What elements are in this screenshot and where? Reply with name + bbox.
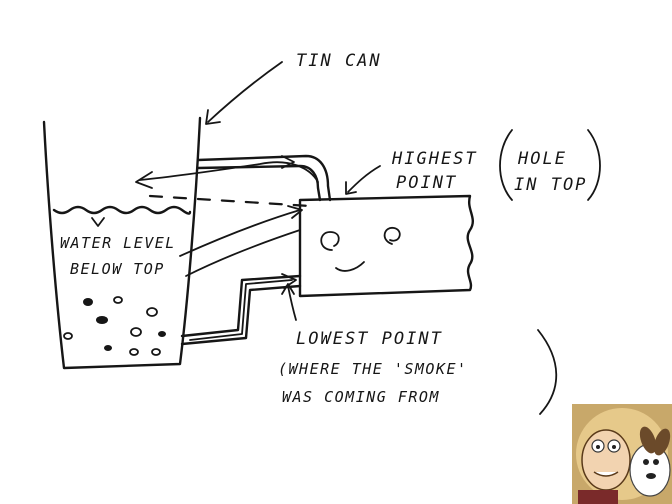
tin-can-outline [42,116,202,370]
pointer-highest-head [345,181,357,195]
flow-arrow-upper [139,161,319,183]
swirl-right [383,227,401,245]
label-hole-1: HOLE [517,149,567,169]
upper-pipe-outer [196,154,332,202]
pointer-lowest [287,285,297,321]
label-water-level-1: WATER LEVEL [60,234,176,252]
label-water-level-2: BELOW TOP [70,260,165,278]
pointer-tin-can-head [205,109,221,125]
flow-arrow-lower [189,279,293,341]
water-sign [91,217,105,227]
container-box [298,194,475,298]
label-lowest-2: (WHERE THE 'SMOKE' [278,360,468,378]
water-surface-line [52,205,192,215]
label-lowest-3: WAS COMING FROM [282,388,440,406]
lower-pipe-inner [180,284,302,346]
flow-arrow-upper-mid [281,155,295,169]
lower-pipe-outer [180,274,302,338]
swirl-left [320,231,340,251]
level-dashed-line [148,194,312,208]
paren-right-lowest [537,329,558,415]
pointer-below-top [185,229,301,277]
inset-thumbnail [572,404,672,504]
label-highest-1: HIGHEST [391,149,478,169]
flow-arrow-upper-head [135,171,153,189]
pointer-water-level [179,209,301,257]
swirl-arrow [335,261,365,272]
bubbles [63,296,166,356]
label-lowest-1: LOWEST POINT [296,329,443,349]
pointer-tin-can [207,61,283,123]
label-hole-2: IN TOP [514,175,587,195]
paren-right-hole [587,129,601,201]
pointer-lowest-head [281,283,295,295]
paren-left-hole [499,129,513,201]
pointer-water-level-head [287,205,303,219]
label-tin-can: TIN CAN [296,51,382,71]
label-highest-2: POINT [396,173,457,193]
pointer-highest [347,165,381,193]
